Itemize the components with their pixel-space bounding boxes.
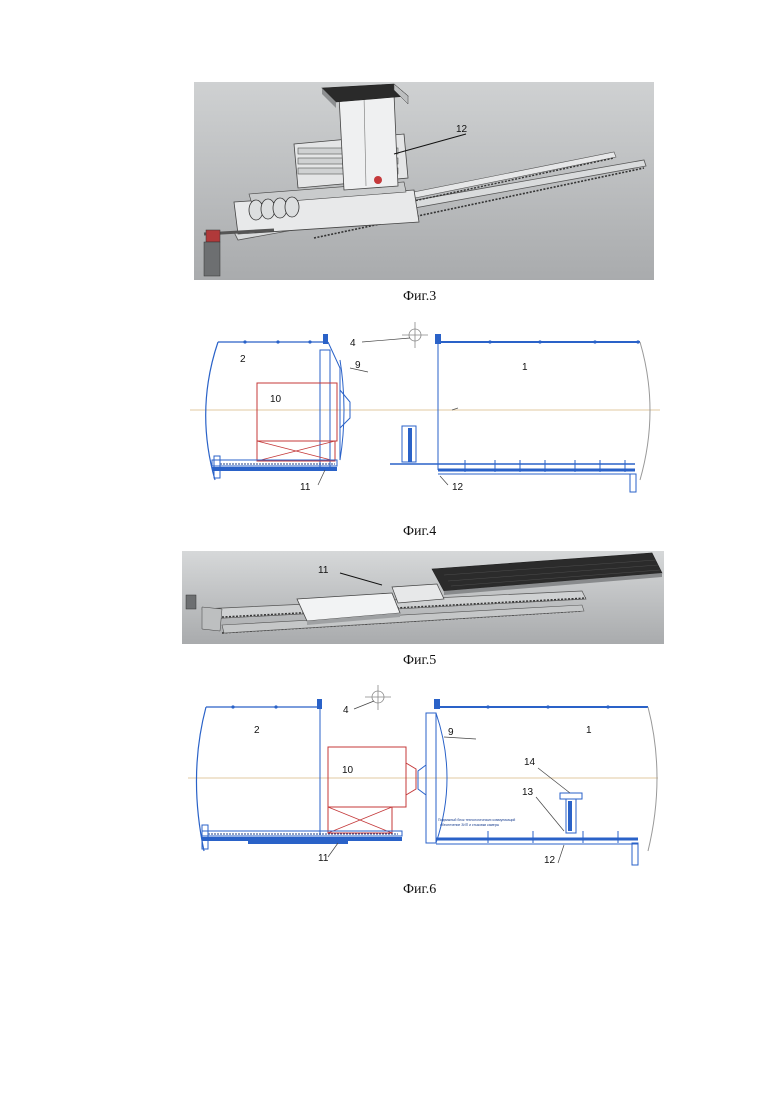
fig6-label-1: 1 <box>586 725 592 736</box>
fig6-label-4: 4 <box>343 705 349 716</box>
fig4-label-1: 1 <box>522 362 528 373</box>
figure-5-caption: Фиг.5 <box>403 653 436 669</box>
fig6-label-13: 13 <box>522 787 534 798</box>
fig4-label-4: 4 <box>350 338 356 349</box>
fig4-label-2: 2 <box>240 354 246 365</box>
fig4-label-10: 10 <box>270 394 282 405</box>
fig4-label-11: 11 <box>300 482 311 493</box>
fig6-label-10: 10 <box>342 765 354 776</box>
fig6-note-line-1: Подвижный блок технологических коммуника… <box>438 818 515 822</box>
figure-6-caption: Фиг.6 <box>403 882 436 898</box>
figure-3-render: 12 <box>194 82 654 280</box>
fig6-label-11: 11 <box>318 853 329 864</box>
fig4-label-9: 9 <box>355 360 361 371</box>
fig6-label-9: 9 <box>448 727 454 738</box>
fig6-note-line-2: обеспечение ЗИП и стыковки камеры <box>440 823 500 827</box>
figure-4-drawing: 2 9 10 4 1 11 12 <box>190 320 660 505</box>
fig3-label-12: 12 <box>456 124 468 135</box>
figure-3-caption: Фиг.3 <box>403 289 436 305</box>
fig5-label-11: 11 <box>318 565 329 576</box>
fig4-label-12: 12 <box>452 482 464 493</box>
fig6-label-14: 14 <box>524 757 536 768</box>
fig6-label-2: 2 <box>254 725 260 736</box>
fig6-label-12: 12 <box>544 855 556 866</box>
figure-5-render: 11 <box>182 551 664 644</box>
figure-6-drawing: Подвижный блок технологических коммуника… <box>188 685 658 870</box>
figure-4-caption: Фиг.4 <box>403 524 436 540</box>
